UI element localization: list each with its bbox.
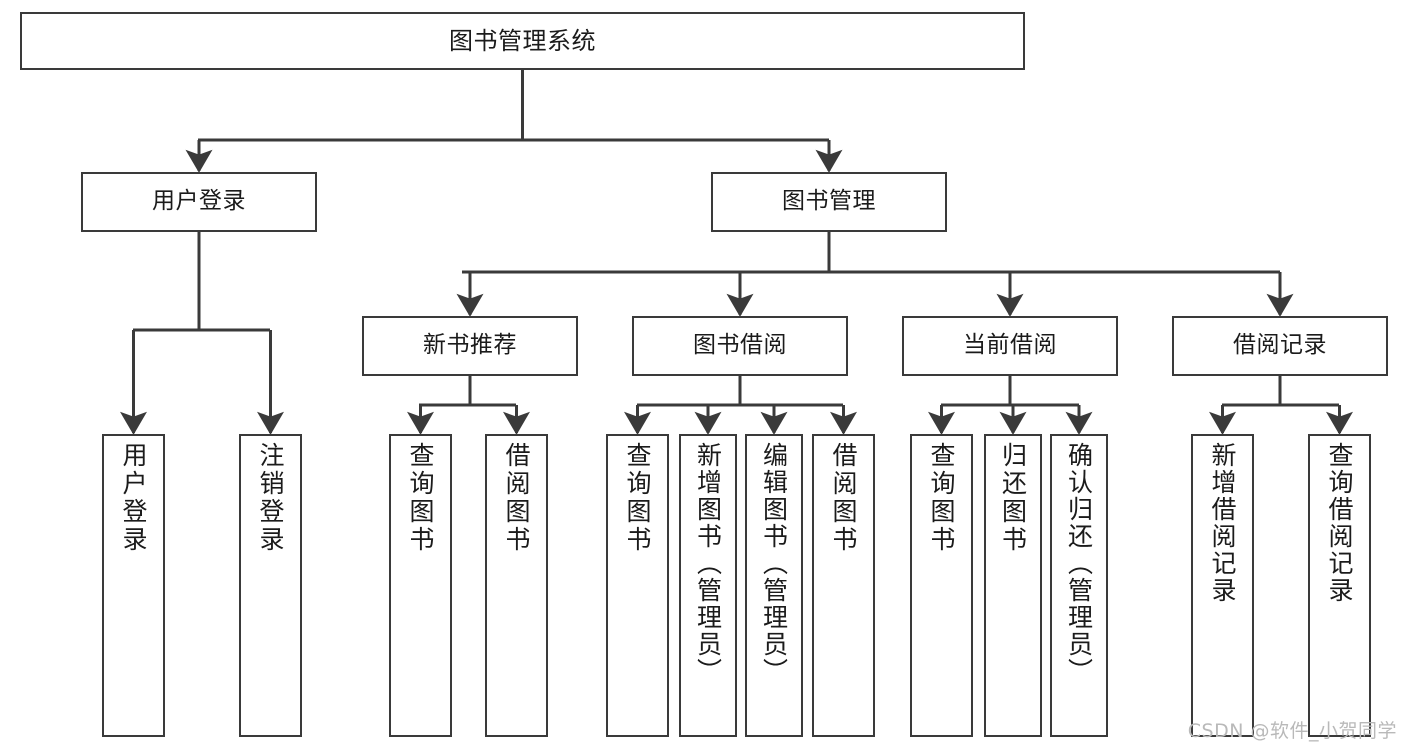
node-leaf-login-in[interactable]: 用户登录 [102,434,165,737]
node-label: 用户登录 [119,442,148,554]
node-login[interactable]: 用户登录 [81,172,317,232]
node-leaf-rec-query[interactable]: 查询借阅记录 [1308,434,1371,737]
node-label: 图书管理 [782,188,876,215]
node-label: 新增借阅记录 [1208,442,1237,604]
node-label: 归还图书 [998,442,1028,554]
node-borrow[interactable]: 图书借阅 [632,316,848,376]
node-label: 注销登录 [256,442,285,554]
node-leaf-bw-query[interactable]: 查询图书 [606,434,669,737]
node-leaf-rec-add[interactable]: 新增借阅记录 [1191,434,1254,737]
node-leaf-bw-lend[interactable]: 借阅图书 [812,434,875,737]
node-label: 查询图书 [406,442,435,554]
node-leaf-cur-query[interactable]: 查询图书 [910,434,973,737]
node-leaf-cur-return[interactable]: 归还图书 [984,434,1042,737]
node-label: 借阅记录 [1233,332,1327,359]
node-records[interactable]: 借阅记录 [1172,316,1388,376]
node-bookmgmt[interactable]: 图书管理 [711,172,947,232]
node-label: 编辑图书（管理员） [759,442,789,685]
node-label: 图书管理系统 [449,26,596,55]
node-current[interactable]: 当前借阅 [902,316,1118,376]
node-leaf-new-query[interactable]: 查询图书 [389,434,452,737]
node-label: 确认归还（管理员） [1064,442,1094,685]
node-label: 查询图书 [623,442,652,554]
node-label: 查询图书 [927,442,956,554]
node-root[interactable]: 图书管理系统 [20,12,1025,70]
node-newbook[interactable]: 新书推荐 [362,316,578,376]
node-leaf-login-out[interactable]: 注销登录 [239,434,302,737]
node-label: 借阅图书 [502,442,531,554]
node-leaf-new-borrow[interactable]: 借阅图书 [485,434,548,737]
csdn-watermark: CSDN @软件_小贺同学 [1187,720,1397,742]
node-label: 用户登录 [152,188,246,215]
node-leaf-cur-confirm[interactable]: 确认归还（管理员） [1050,434,1108,737]
node-leaf-bw-add[interactable]: 新增图书（管理员） [679,434,737,737]
node-label: 图书借阅 [693,332,787,359]
node-label: 查询借阅记录 [1325,442,1354,604]
node-label: 新增图书（管理员） [693,442,723,685]
node-label: 新书推荐 [423,332,517,359]
node-label: 当前借阅 [963,332,1057,359]
node-leaf-bw-edit[interactable]: 编辑图书（管理员） [745,434,803,737]
node-label: 借阅图书 [829,442,858,554]
